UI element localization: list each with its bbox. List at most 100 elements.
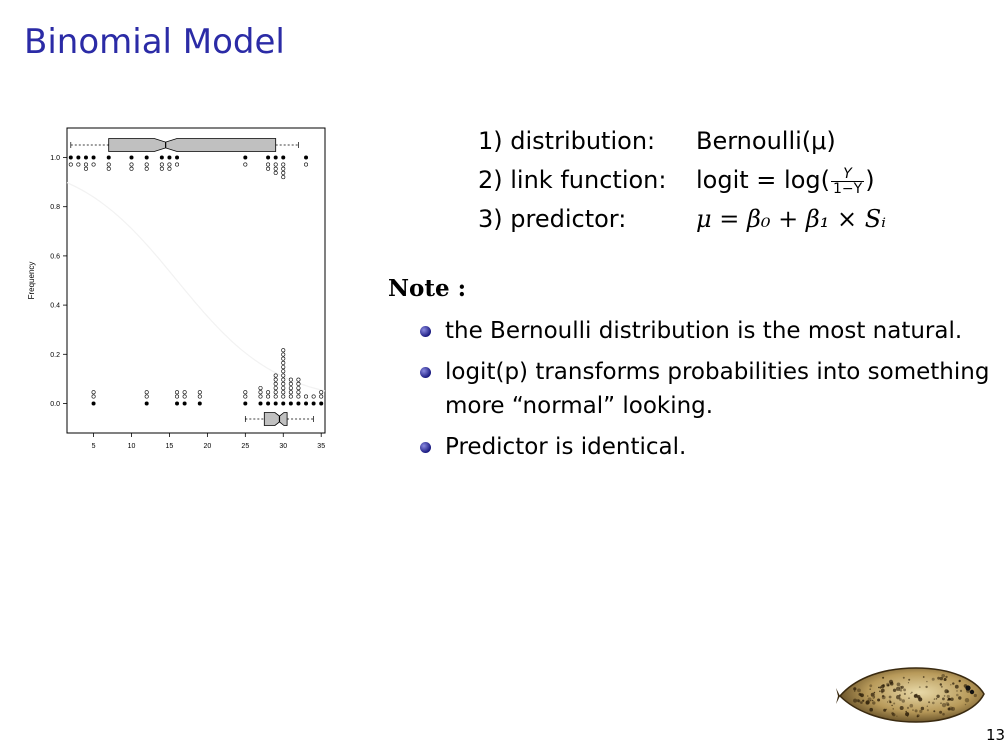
- link-frac-num: Y: [830, 167, 865, 182]
- link-value-prefix: logit = log(: [696, 166, 830, 194]
- count-marker: [304, 394, 309, 399]
- count-marker: [281, 390, 286, 395]
- count-marker: [311, 394, 316, 399]
- count-marker: [273, 166, 278, 171]
- count-marker: [197, 394, 202, 399]
- data-point: [167, 155, 172, 160]
- count-marker: [281, 166, 286, 171]
- link-frac-den: 1−Y: [832, 180, 863, 197]
- count-marker: [144, 390, 149, 395]
- count-marker: [159, 166, 164, 171]
- count-marker: [266, 390, 271, 395]
- count-marker: [175, 390, 180, 395]
- data-point: [91, 155, 96, 160]
- x-tick-label: 35: [317, 443, 325, 448]
- count-marker: [76, 162, 81, 167]
- count-marker: [91, 394, 96, 399]
- y-tick-label: 1.0: [50, 155, 60, 162]
- count-marker: [304, 162, 309, 167]
- plot-frame: [66, 127, 326, 434]
- count-marker: [83, 166, 88, 171]
- fitted-curve: [66, 182, 326, 392]
- data-point: [197, 401, 202, 406]
- count-marker: [243, 162, 248, 167]
- count-marker: [258, 394, 263, 399]
- x-tick-label: 10: [128, 443, 136, 448]
- bullet-icon: [420, 326, 431, 337]
- data-point: [106, 155, 111, 160]
- x-tick-label: 5: [92, 443, 96, 448]
- count-marker: [175, 394, 180, 399]
- count-marker: [281, 356, 286, 361]
- y-tick-label: 0.2: [50, 352, 60, 359]
- x-tick-label: 20: [203, 443, 211, 448]
- count-marker: [281, 175, 286, 180]
- count-marker: [281, 170, 286, 175]
- count-marker: [296, 381, 301, 386]
- count-marker: [68, 162, 73, 167]
- data-point: [311, 401, 316, 406]
- count-marker: [273, 381, 278, 386]
- count-marker: [319, 394, 324, 399]
- data-point: [273, 155, 278, 160]
- data-point: [319, 401, 324, 406]
- count-marker: [266, 394, 271, 399]
- note-bullet-text: logit(p) transforms probabilities into s…: [445, 359, 990, 419]
- count-marker: [106, 166, 111, 171]
- y-tick-label: 0.4: [50, 303, 60, 310]
- count-marker: [281, 369, 286, 374]
- boxplot-box: [108, 138, 277, 152]
- data-point: [76, 155, 81, 160]
- data-point: [281, 155, 286, 160]
- data-point: [182, 401, 187, 406]
- count-marker: [281, 394, 286, 399]
- y-tick-label: 0.8: [50, 204, 60, 211]
- data-point: [304, 401, 309, 406]
- count-marker: [273, 373, 278, 378]
- data-point: [273, 401, 278, 406]
- data-point: [83, 155, 88, 160]
- count-marker: [273, 377, 278, 382]
- x-tick-label: 30: [279, 443, 287, 448]
- count-marker: [144, 166, 149, 171]
- count-marker: [281, 377, 286, 382]
- predictor-value: μ = β₀ + β₁ × Sᵢ: [696, 205, 886, 233]
- note-bullet-text: Predictor is identical.: [445, 434, 687, 460]
- data-point: [243, 401, 248, 406]
- count-marker: [129, 162, 134, 167]
- count-marker: [273, 394, 278, 399]
- count-marker: [281, 348, 286, 353]
- count-marker: [243, 390, 248, 395]
- x-tick-label: 25: [241, 443, 249, 448]
- count-marker: [273, 162, 278, 167]
- data-point: [68, 155, 73, 160]
- count-marker: [281, 365, 286, 370]
- count-marker: [296, 390, 301, 395]
- note-bullet-2: logit(p) transforms probabilities into s…: [420, 355, 1000, 423]
- count-marker: [182, 394, 187, 399]
- note-bullet-1: the Bernoulli distribution is the most n…: [420, 314, 1000, 348]
- bullet-icon: [420, 367, 431, 378]
- data-point: [144, 401, 149, 406]
- note-heading: Note :: [388, 275, 467, 302]
- count-marker: [288, 381, 293, 386]
- count-marker: [281, 360, 286, 365]
- link-label: 2) link function:: [478, 166, 667, 194]
- count-marker: [281, 352, 286, 357]
- count-marker: [281, 373, 286, 378]
- data-point: [129, 155, 134, 160]
- predictor-label: 3) predictor:: [478, 205, 627, 233]
- count-marker: [243, 394, 248, 399]
- count-marker: [273, 386, 278, 391]
- data-point: [175, 155, 180, 160]
- x-tick-label: 15: [166, 443, 174, 448]
- count-marker: [167, 162, 172, 167]
- bullet-icon: [420, 442, 431, 453]
- data-point: [281, 401, 286, 406]
- count-marker: [281, 381, 286, 386]
- count-marker: [197, 390, 202, 395]
- slide-title: Binomial Model: [24, 22, 285, 62]
- data-point: [288, 401, 293, 406]
